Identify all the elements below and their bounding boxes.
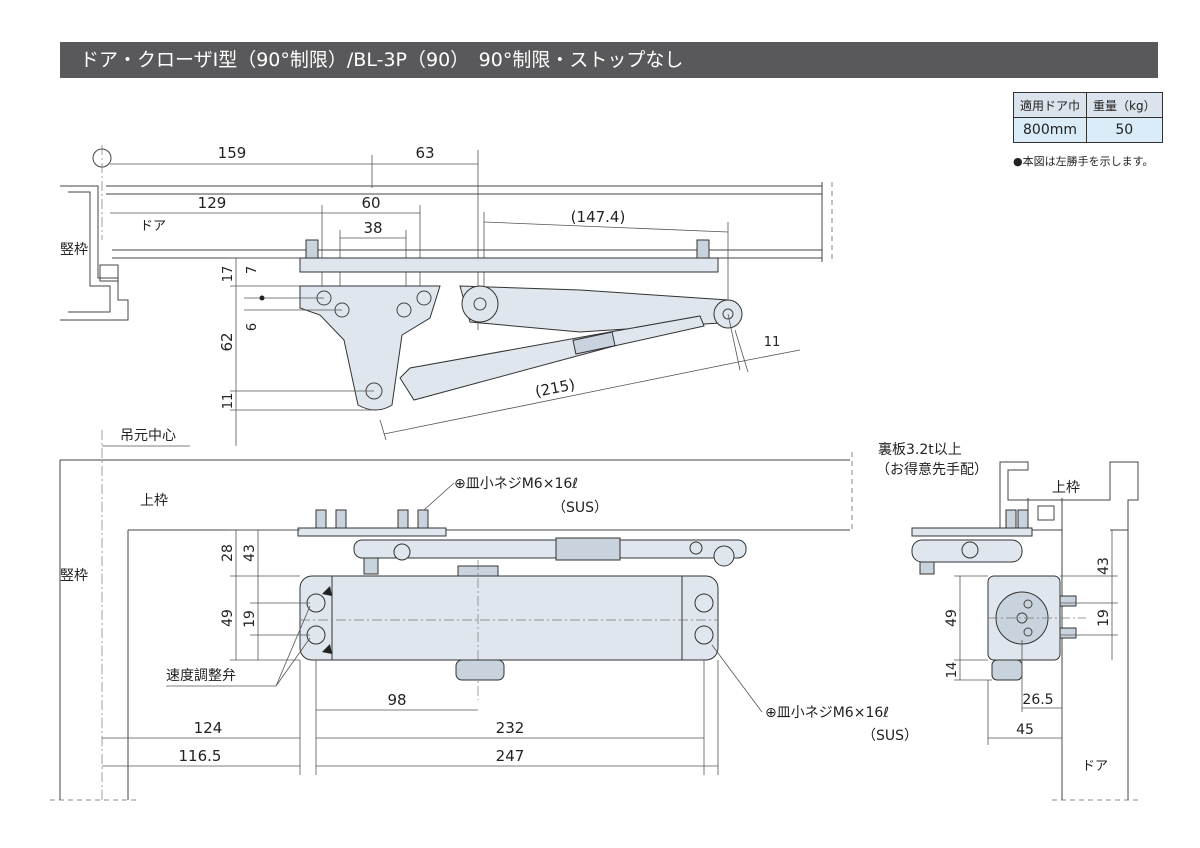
side-frame-section bbox=[999, 461, 1139, 531]
label-backplate: 裏板3.2t以上 bbox=[878, 441, 962, 458]
label-speed-valve: 速度調整弁 bbox=[166, 668, 236, 684]
dim-6: 6 bbox=[245, 323, 260, 331]
mounting-plate bbox=[299, 257, 719, 273]
dim-116-5: 116.5 bbox=[179, 747, 222, 765]
dim-14: 14 bbox=[945, 662, 960, 679]
label-backplate-note: （お得意先手配） bbox=[876, 461, 988, 478]
dim-232: 232 bbox=[496, 719, 525, 737]
label-vertical-frame-front: 竪枠 bbox=[60, 568, 88, 584]
dim-11-right: 11 bbox=[764, 335, 781, 350]
label-top-frame-side: 上枠 bbox=[1052, 480, 1080, 496]
dim-60: 60 bbox=[361, 194, 380, 212]
label-vertical-frame-top: 竪枠 bbox=[60, 242, 88, 258]
dim-19-side: 19 bbox=[1096, 609, 1112, 627]
label-screw-top: ⊕皿小ネジM6×16ℓ bbox=[454, 476, 578, 492]
connecting-rod bbox=[399, 315, 705, 401]
dim-45: 45 bbox=[1016, 722, 1034, 738]
dim-129: 129 bbox=[198, 194, 227, 212]
dim-17: 17 bbox=[221, 266, 236, 283]
dim-26-5: 26.5 bbox=[1022, 692, 1053, 708]
dim-7: 7 bbox=[245, 266, 260, 274]
front-mounting-plate bbox=[297, 527, 447, 537]
side-mounting-plate bbox=[911, 527, 1033, 537]
dim-43-front: 43 bbox=[242, 544, 258, 562]
dim-63: 63 bbox=[415, 144, 434, 162]
door-top-section bbox=[106, 185, 822, 259]
label-screw-bottom: ⊕皿小ネジM6×16ℓ bbox=[765, 705, 889, 721]
dim-38: 38 bbox=[363, 219, 382, 237]
top-view: 159 63 129 60 38 ドア 竪枠 (147.4) bbox=[60, 144, 833, 446]
dim-147-4: (147.4) bbox=[571, 208, 626, 226]
mounting-bolt-right bbox=[696, 239, 710, 259]
label-door-top: ドア bbox=[140, 219, 166, 234]
dim-98: 98 bbox=[387, 691, 406, 709]
dim-247: 247 bbox=[496, 747, 525, 765]
dim-19-front: 19 bbox=[242, 610, 258, 628]
spec-table: 適用ドア巾 重量（kg） 800mm 50 bbox=[1012, 92, 1163, 143]
dim-49-side: 49 bbox=[944, 609, 960, 627]
label-screw-top-sus: （SUS） bbox=[552, 500, 608, 516]
spec-header-door-width: 適用ドア巾 bbox=[1012, 92, 1088, 118]
label-screw-bottom-sus: （SUS） bbox=[862, 728, 918, 744]
dim-43-side: 43 bbox=[1096, 557, 1112, 575]
front-view: 吊元中心 上枠 竪枠 ⊕皿小ネジM6×16ℓ （SUS） bbox=[50, 428, 918, 801]
spec-value-door-width: 800mm bbox=[1012, 117, 1088, 143]
dim-28: 28 bbox=[220, 544, 236, 562]
label-pivot-center: 吊元中心 bbox=[120, 428, 176, 444]
dim-62: 62 bbox=[218, 332, 236, 351]
arm-pivot-large bbox=[461, 285, 499, 323]
dim-124: 124 bbox=[194, 719, 223, 737]
vertical-frame-section bbox=[60, 185, 129, 321]
label-top-frame-front: 上枠 bbox=[140, 493, 168, 509]
dim-159: 159 bbox=[218, 144, 247, 162]
dim-11-left: 11 bbox=[221, 393, 236, 410]
front-arm-assembly bbox=[353, 539, 747, 559]
dim-215: (215) bbox=[534, 375, 577, 400]
spec-value-weight: 50 bbox=[1086, 117, 1163, 143]
page-title: ドア・クローザⅠ型（90°制限）/BL-3P（90） 90°制限・ストップなし bbox=[60, 42, 1158, 78]
left-hand-note: ●本図は左勝手を示します。 bbox=[1013, 155, 1154, 168]
side-view: 裏板3.2t以上 （お得意先手配） 上枠 ドア 43 bbox=[876, 441, 1140, 801]
dim-49-front: 49 bbox=[220, 609, 236, 627]
speed-valve-body bbox=[455, 659, 505, 681]
label-door-side: ドア bbox=[1082, 759, 1108, 774]
mounting-bolt-left bbox=[305, 239, 319, 259]
